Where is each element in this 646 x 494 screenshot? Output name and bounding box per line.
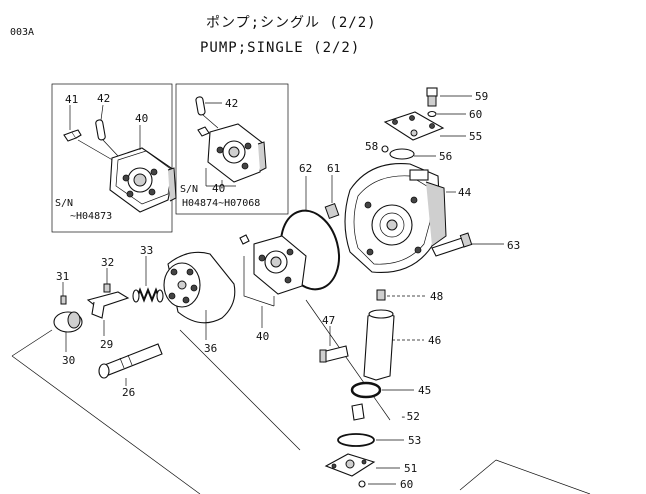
part-58-pin: [381, 145, 389, 153]
callout-52: -52: [400, 410, 420, 423]
part-61-plug: [324, 175, 340, 219]
callout-61: 61: [327, 162, 340, 175]
callout-36: 36: [204, 342, 217, 355]
part-52-rod: [351, 403, 365, 421]
callout-46: 46: [428, 334, 441, 347]
callout-45: 45: [418, 384, 431, 397]
part-60-washer: [358, 480, 396, 488]
part-59-bolt: [426, 87, 472, 107]
callout-30: 30: [62, 354, 75, 367]
callout-47: 47: [322, 314, 335, 327]
callout-40: 40: [135, 112, 148, 125]
part-42-pin: [95, 119, 119, 157]
part-48-plug: [376, 289, 426, 301]
callout-40: 40: [212, 182, 225, 195]
inset-left-sn-label: S/N: [55, 198, 73, 209]
inset-left-sn-range: ~H04873: [70, 211, 112, 222]
inset-right-sn-label: S/N: [180, 184, 198, 195]
part-46-servo-piston: [363, 309, 424, 381]
part-33-spring: [132, 256, 164, 303]
part-30-ball-guide: [53, 311, 83, 352]
callout-40: 40: [256, 330, 269, 343]
callout-26: 26: [122, 386, 135, 399]
inset-right-frame: [175, 83, 289, 215]
callout-58: 58: [365, 140, 378, 153]
callout-29: 29: [100, 338, 113, 351]
callout-48: 48: [430, 290, 443, 303]
part-40-plate: [239, 234, 307, 307]
part-47-pin: [319, 326, 349, 363]
part-44-pump-housing: [344, 162, 456, 274]
inset-left-frame: [51, 83, 173, 233]
callout-53: 53: [408, 434, 421, 447]
callout-33: 33: [140, 244, 153, 257]
part-63-bolt: [431, 232, 504, 257]
guide-line: [11, 329, 53, 357]
callout-63: 63: [507, 239, 520, 252]
part-60-washer: [427, 110, 437, 118]
callout-60: 60: [400, 478, 413, 491]
part-40-plate: [207, 123, 267, 183]
page-title-japanese: ポンプ;シングル (2/2): [206, 15, 377, 31]
part-40-plate: [109, 147, 177, 213]
guide-line: [459, 459, 497, 491]
part-45-seal: [350, 381, 414, 399]
inset-right: 42 S/N 40 H04874~H07068: [175, 83, 289, 215]
callout-56: 56: [439, 150, 452, 163]
part-42-pin: [195, 96, 222, 129]
guide-line: [11, 355, 201, 494]
callout-42: 42: [97, 92, 110, 105]
inset-left: 41 42 40 S/N ~H04873: [51, 83, 177, 233]
callout-44: 44: [458, 186, 472, 199]
part-51-cover: [324, 453, 400, 477]
callout-32: 32: [101, 256, 114, 269]
part-41-plug: [197, 126, 210, 137]
callout-55: 55: [469, 130, 482, 143]
part-26-drive-shaft: [98, 343, 163, 386]
callout-60: 60: [469, 108, 482, 121]
callout-31: 31: [56, 270, 69, 283]
part-53-o-ring: [337, 433, 404, 447]
callout-59: 59: [475, 90, 488, 103]
part-56-o-ring: [389, 148, 415, 160]
callout-42: 42: [225, 97, 238, 110]
guide-line: [179, 329, 301, 451]
page-code: 003A: [10, 27, 35, 38]
callout-41: 41: [65, 93, 78, 106]
part-29-spline-holder: [86, 291, 130, 336]
part-41-plug: [63, 129, 117, 163]
part-32-pin: [103, 268, 111, 293]
guide-line: [495, 459, 591, 494]
callout-62: 62: [299, 162, 312, 175]
inset-right-sn-range: H04874~H07068: [182, 198, 260, 209]
guide-line: [305, 299, 391, 421]
page-title: PUMP;SINGLE (2/2): [200, 40, 361, 56]
part-36-cylinder-block: [163, 251, 236, 340]
part-55-cover: [383, 111, 466, 141]
callout-51: 51: [404, 462, 417, 475]
part-31-pin: [60, 282, 67, 305]
